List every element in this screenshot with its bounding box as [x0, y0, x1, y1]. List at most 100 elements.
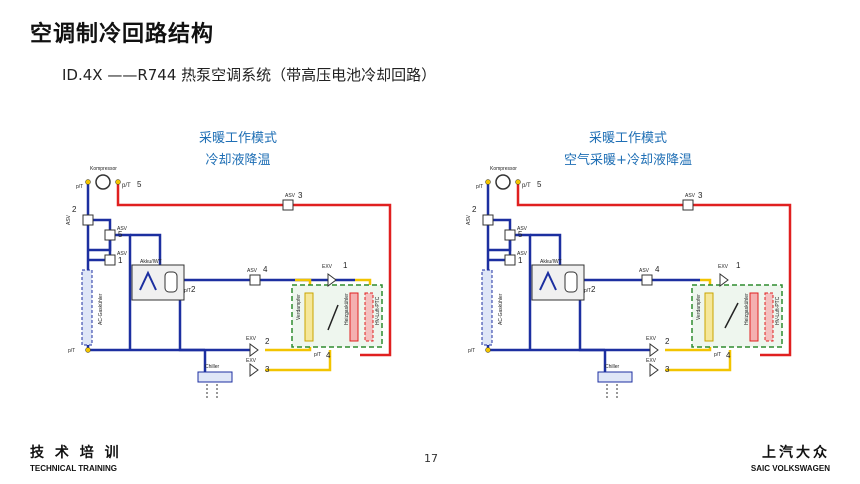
- left-asv4-num: 4: [263, 265, 268, 274]
- right-hvluft-label: HV-Luft-PTC: [775, 296, 781, 325]
- right-asv4-label: ASV: [639, 268, 650, 274]
- right-exv3-icon: [649, 363, 659, 377]
- right-coolant-arrows: [606, 384, 618, 400]
- footer-right-cn: 上汽大众: [762, 445, 830, 461]
- right-pt4-num: 4: [726, 351, 731, 360]
- page-number: 17: [424, 452, 438, 465]
- right-pt-label-a: p/T: [476, 184, 483, 190]
- footer-right-en: SAIC VOLKSWAGEN: [750, 464, 830, 473]
- left-exv2-label: EXV: [246, 336, 257, 342]
- left-gas-cooler: [81, 269, 93, 346]
- footer-brand-logo: 上汽大众 SAIC VOLKSWAGEN: [751, 442, 830, 473]
- right-asv5-label: ASV: [517, 226, 528, 232]
- footer-left-cn: 技 术 培 训: [30, 445, 122, 461]
- left-asv5-label: ASV: [117, 226, 128, 232]
- left-pt-5: 5: [137, 180, 142, 189]
- left-pt-label-e: p/T: [314, 352, 321, 358]
- right-pt-label-c: p/T: [468, 348, 475, 354]
- left-pt4-num: 4: [326, 351, 331, 360]
- left-asv2-num: 2: [72, 205, 77, 214]
- right-exv1-label: EXV: [718, 264, 729, 270]
- left-exv1-label: EXV: [322, 264, 333, 270]
- right-mode-line1: 采暖工作模式: [588, 131, 667, 146]
- left-sensor-dot: [85, 179, 91, 185]
- left-asv2-icon: [82, 214, 94, 226]
- right-heizgaskuhler-label: Heizgaskühler: [744, 293, 750, 325]
- right-verdampfer: [704, 292, 714, 342]
- right-asv4-num: 4: [655, 265, 660, 274]
- right-chiller: [597, 371, 633, 383]
- right-compressor-label: Kompressor: [490, 166, 517, 172]
- right-heizgaskuhler: [749, 292, 759, 342]
- left-low-pressure-lines: [86, 182, 355, 380]
- right-asv5-num: 5: [518, 230, 523, 239]
- right-asv2-num: 2: [472, 205, 477, 214]
- right-mode-label: 采暖工作模式 空气采暖+冷却液降温: [548, 128, 708, 172]
- right-asv2-icon: [482, 214, 494, 226]
- left-asv1-icon: [104, 254, 116, 266]
- left-chiller: [197, 371, 233, 383]
- right-exv2-label: EXV: [646, 336, 657, 342]
- right-asv1-num: 1: [518, 256, 523, 265]
- left-exv3-icon: [249, 363, 259, 377]
- left-asv3-label: ASV: [285, 193, 296, 199]
- left-sensor-dot: [85, 347, 91, 353]
- right-asv1-icon: [504, 254, 516, 266]
- left-pt-label-a: p/T: [76, 184, 83, 190]
- footer-left-en: TECHNICAL TRAINING: [30, 464, 117, 473]
- right-exv2-icon: [649, 343, 659, 357]
- right-asv3-icon: [682, 199, 694, 211]
- right-asv3-label: ASV: [685, 193, 696, 199]
- right-asv3-num: 3: [698, 191, 703, 200]
- left-mode-line1: 采暖工作模式: [198, 131, 277, 146]
- right-exv2-num: 2: [665, 337, 670, 346]
- right-asv5-icon: [504, 229, 516, 241]
- right-asv2-label: ASV: [466, 214, 472, 225]
- right-sensor-dot: [485, 347, 491, 353]
- left-exv3-num: 3: [265, 365, 270, 374]
- right-pt2-num: 2: [591, 285, 596, 294]
- right-iwt-coil: [539, 270, 557, 291]
- right-sensor-dot: [485, 179, 491, 185]
- left-asv3-num: 3: [298, 191, 303, 200]
- left-compressor-icon: [95, 174, 111, 190]
- left-hv-ptc: [364, 292, 374, 342]
- right-refrigerant-circuit-diagram: Verdampfer Heizgaskühler HV-Luft-PTC Kom…: [466, 166, 792, 400]
- right-mode-line2: 空气采暖+冷却液降温: [564, 153, 692, 168]
- right-compressor-icon: [495, 174, 511, 190]
- right-sensor-dot: [515, 179, 521, 185]
- left-asv4-label: ASV: [247, 268, 258, 274]
- left-asv3-icon: [282, 199, 294, 211]
- right-hv-ptc: [764, 292, 774, 342]
- left-compressor-label: Kompressor: [90, 166, 117, 172]
- right-air-flap: [724, 302, 739, 329]
- left-accumulator-icon: [164, 271, 178, 293]
- left-chiller-label: Chiller: [205, 364, 220, 370]
- right-gas-cooler-label: AC-Gaskühler: [498, 293, 504, 325]
- left-mode-label: 采暖工作模式 冷却液降温: [178, 128, 298, 172]
- right-chiller-label: Chiller: [605, 364, 620, 370]
- right-pt-label-b: p/T: [522, 183, 531, 189]
- left-heizgaskuhler: [349, 292, 359, 342]
- left-asv5-icon: [104, 229, 116, 241]
- left-asv2-label: ASV: [66, 214, 72, 225]
- page-subtitle: ID.4X ——R744 热泵空调系统（带高压电池冷却回路）: [62, 66, 437, 84]
- left-air-flap: [327, 304, 339, 331]
- left-high-pressure-lines: [116, 182, 392, 357]
- right-accumulator-icon: [564, 271, 578, 293]
- left-asv5-num: 5: [118, 230, 123, 239]
- left-mode-line2: 冷却液降温: [205, 153, 271, 168]
- right-exv3-label: EXV: [646, 358, 657, 364]
- right-exv1-icon: [719, 273, 729, 287]
- left-exv1-icon: [327, 273, 337, 287]
- left-exv3-label: EXV: [246, 358, 257, 364]
- page-title: 空调制冷回路结构: [30, 22, 215, 47]
- right-asv1-label: ASV: [517, 251, 528, 257]
- left-asv1-label: ASV: [117, 251, 128, 257]
- left-iwt-coil: [139, 270, 157, 291]
- left-asv1-num: 1: [118, 256, 123, 265]
- right-akku-iwt: [531, 264, 585, 301]
- right-akku-label: Akku/IWT: [540, 259, 562, 265]
- left-verdampfer-label: Verdampfer: [296, 294, 302, 320]
- right-high-pressure-lines: [516, 182, 792, 357]
